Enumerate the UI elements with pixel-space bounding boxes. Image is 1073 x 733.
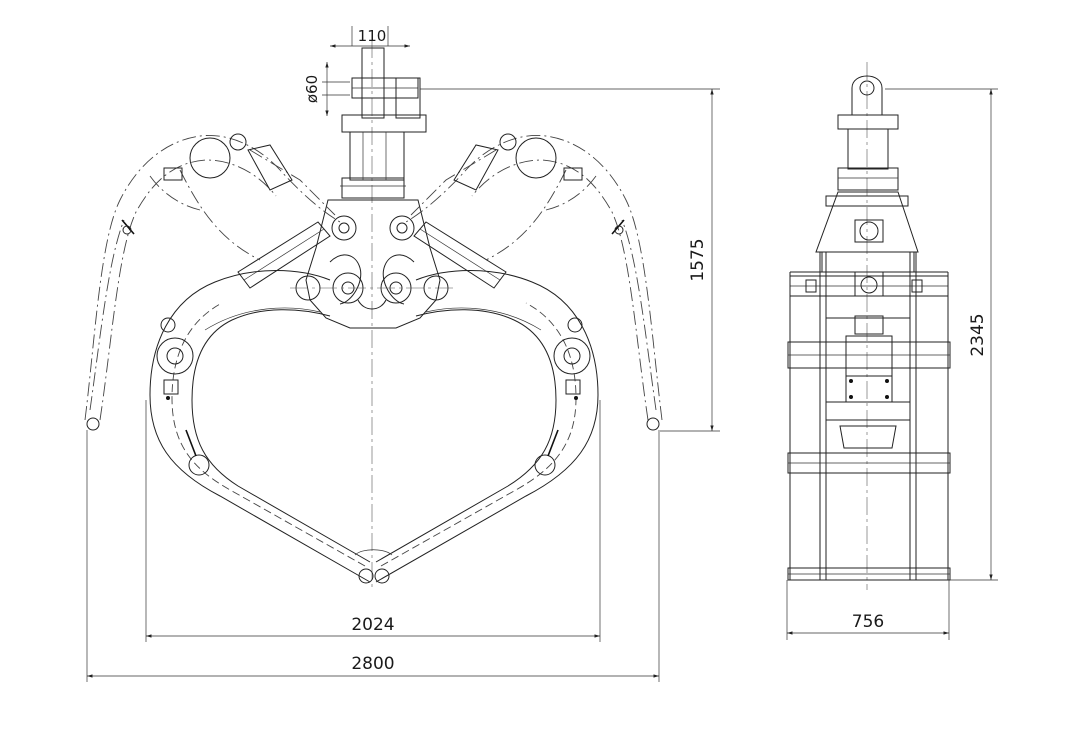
front-view: 110 ø60 1575 2024 2800 <box>84 26 720 682</box>
dim-opening-height: 1575 <box>420 88 720 432</box>
dim-side-width: 756 <box>786 580 950 640</box>
dim-side-width-label: 756 <box>852 612 884 632</box>
dim-opening-height-label: 1575 <box>688 238 708 281</box>
dim-total-height-label: 2345 <box>968 313 988 356</box>
dim-open-width: 2800 <box>86 430 660 682</box>
head-block <box>340 114 427 199</box>
closed-jaws <box>149 270 599 584</box>
side-upper-frame <box>789 191 949 335</box>
jaw-knuckles <box>156 317 591 476</box>
dim-inner-width: 2024 <box>145 400 601 642</box>
dim-pin-diameter: ø60 <box>303 61 350 116</box>
dim-open-width-label: 2800 <box>351 654 394 674</box>
side-main-frame <box>787 252 951 581</box>
dim-total-height: 2345 <box>885 88 998 581</box>
dim-pin-diameter-label: ø60 <box>303 75 321 103</box>
open-jaws-phantom <box>84 133 663 431</box>
side-view: 2345 756 <box>786 62 998 640</box>
side-lug <box>837 75 899 191</box>
dim-pin-width: 110 <box>330 26 410 48</box>
center-hub <box>290 199 454 329</box>
dim-inner-width-label: 2024 <box>351 615 394 635</box>
cylinders-closed <box>237 221 507 289</box>
top-pin <box>351 47 421 119</box>
dim-pin-width-label: 110 <box>358 27 387 45</box>
